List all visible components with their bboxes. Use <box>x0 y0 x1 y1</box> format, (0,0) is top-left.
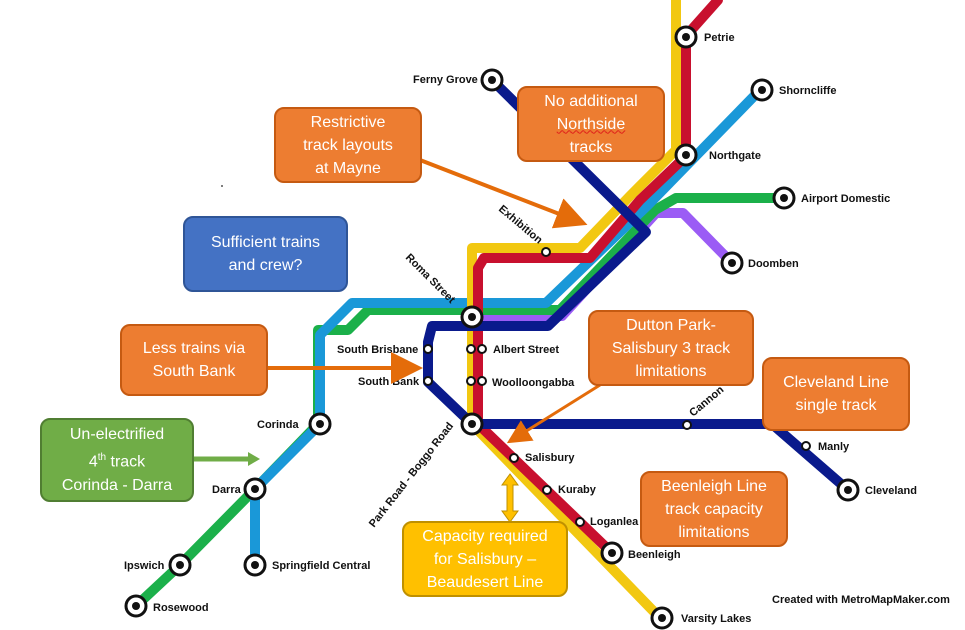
label-cannon-hill: Cannon <box>687 384 726 420</box>
label-petrie: Petrie <box>704 32 735 44</box>
line-red-petrie-beenleigh <box>473 0 723 558</box>
station-northgate-marker[interactable] <box>674 143 698 167</box>
callout-beaudesert-capacity: Capacity required for Salisbury – Beaude… <box>402 521 568 597</box>
station-corinda-marker[interactable] <box>308 412 332 436</box>
label-kuraby: Kuraby <box>558 484 597 496</box>
label-cleveland: Cleveland <box>865 485 917 497</box>
arrow-beaudesert <box>501 473 519 523</box>
credit-text: Created with MetroMapMaker.com <box>772 594 950 606</box>
callout-cleveland-single-track: Cleveland Line single track <box>762 357 910 431</box>
label-south-bank: South Bank <box>358 376 420 388</box>
station-salisbury-dot[interactable] <box>509 453 519 463</box>
callout-mayne-layouts: Restrictive track layouts at Mayne <box>274 107 422 183</box>
station-manly-dot[interactable] <box>801 441 811 451</box>
line-navy-ferny-grove-cleveland <box>423 75 853 495</box>
station-varsity-lakes-marker[interactable] <box>650 606 674 630</box>
station-springfield-central-marker[interactable] <box>243 553 267 577</box>
label-springfield-central: Springfield Central <box>272 560 370 572</box>
label-shorncliffe: Shorncliffe <box>779 85 836 97</box>
station-loganlea-dot[interactable] <box>575 517 585 527</box>
station-ipswich-marker[interactable] <box>168 553 192 577</box>
line-green-airport-ipswich <box>131 193 789 611</box>
label-exhibition: Exhibition <box>496 203 545 247</box>
label-ferny-grove: Ferny Grove <box>413 74 478 86</box>
station-woolloongabba-dot-2[interactable] <box>477 376 487 386</box>
callout-beenleigh-capacity: Beenleigh Line track capacity limitation… <box>640 471 788 547</box>
station-doomben-marker[interactable] <box>720 251 744 275</box>
arrow-corinda-darra <box>194 452 260 466</box>
label-woolloongabba: Woolloongabba <box>492 377 575 389</box>
label-beenleigh: Beenleigh <box>628 549 681 561</box>
label-manly: Manly <box>818 441 850 453</box>
label-corinda: Corinda <box>257 419 299 431</box>
label-darra: Darra <box>212 484 242 496</box>
label-doomben: Doomben <box>748 258 799 270</box>
label-albert-street: Albert Street <box>493 344 559 356</box>
station-roma-street-marker[interactable] <box>460 305 484 329</box>
label-varsity-lakes: Varsity Lakes <box>681 613 751 625</box>
station-darra-marker[interactable] <box>243 477 267 501</box>
station-exhibition-dot[interactable] <box>541 247 551 257</box>
label-airport-domestic: Airport Domestic <box>801 193 890 205</box>
label-rosewood: Rosewood <box>153 602 209 614</box>
arrow-dutton-park <box>506 383 601 444</box>
callout-south-bank-trains: Less trains via South Bank <box>120 324 268 396</box>
label-loganlea: Loganlea <box>590 516 639 528</box>
label-park-road: Park Road - Boggo Road <box>367 420 456 529</box>
callout-dutton-park-salisbury: Dutton Park- Salisbury 3 track limitatio… <box>588 310 754 386</box>
minor-stop-markers <box>423 247 811 527</box>
label-roma-street: Roma Street <box>403 252 458 307</box>
station-south-bank-dot[interactable] <box>423 376 433 386</box>
station-south-brisbane-dot[interactable] <box>423 344 433 354</box>
callout-northside-tracks: No additional Northside tracks <box>517 86 665 162</box>
station-airport-domestic-marker[interactable] <box>772 186 796 210</box>
station-petrie-marker[interactable] <box>674 25 698 49</box>
label-south-brisbane: South Brisbane <box>337 344 418 356</box>
station-shorncliffe-marker[interactable] <box>750 78 774 102</box>
callout-arrows <box>268 158 601 444</box>
station-cannon-hill-dot[interactable] <box>682 420 692 430</box>
station-park-road-marker[interactable] <box>460 412 484 436</box>
label-ipswich: Ipswich <box>124 560 165 572</box>
station-beenleigh-marker[interactable] <box>600 541 624 565</box>
station-ferny-grove-marker[interactable] <box>480 68 504 92</box>
label-salisbury: Salisbury <box>525 452 575 464</box>
station-albert-street-dot-2[interactable] <box>477 344 487 354</box>
station-markers <box>124 25 860 630</box>
callout-corinda-darra: Un-electrified 4th track Corinda - Darra <box>40 418 194 502</box>
station-rosewood-marker[interactable] <box>124 594 148 618</box>
map-speck <box>221 185 223 187</box>
callout-trains-crew: Sufficient trains and crew? <box>183 216 348 292</box>
arrow-mayne <box>419 158 588 229</box>
station-kuraby-dot[interactable] <box>542 485 552 495</box>
station-albert-street-dot-1[interactable] <box>466 344 476 354</box>
station-cleveland-marker[interactable] <box>836 478 860 502</box>
station-woolloongabba-dot-1[interactable] <box>466 376 476 386</box>
label-northgate: Northgate <box>709 150 761 162</box>
